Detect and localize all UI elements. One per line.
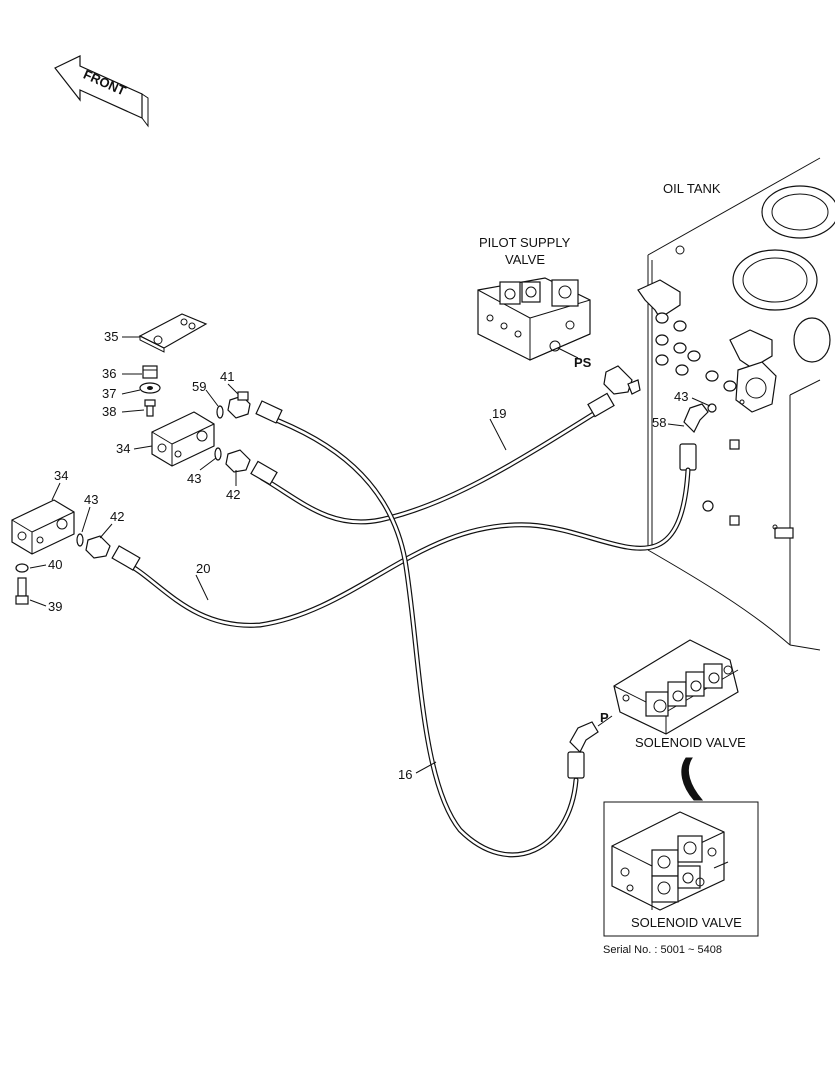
washer-37 — [139, 382, 161, 394]
pilot-supply-valve: PILOT SUPPLY VALVE PS — [477, 235, 592, 370]
p-elbow-fitting: P — [569, 710, 613, 754]
oring-43-lower — [76, 533, 84, 547]
serial-note: Serial No. : 5001 ~ 5408 — [603, 944, 722, 956]
washer-40 — [15, 563, 29, 573]
pilot-supply-valve-label-line1: PILOT SUPPLY — [479, 235, 571, 250]
label-35: 35 — [104, 329, 118, 344]
fitting-42-upper — [225, 449, 251, 473]
port-ps-label: PS — [574, 355, 592, 370]
hose-20 — [111, 467, 691, 628]
label-43-upper: 43 — [187, 471, 201, 486]
bolt-39 — [15, 577, 29, 605]
label-58: 58 — [652, 415, 666, 430]
oring-59 — [216, 405, 224, 419]
inset-pointer — [681, 757, 704, 801]
oil-tank-label: OIL TANK — [663, 181, 721, 196]
label-39: 39 — [48, 599, 62, 614]
port-p-label: P — [600, 710, 609, 725]
bracket-plate-35 — [138, 313, 208, 353]
solenoid-valve: SOLENOID VALVE — [613, 639, 746, 750]
label-34-lower: 34 — [54, 468, 68, 483]
label-41: 41 — [220, 369, 234, 384]
label-40: 40 — [48, 557, 62, 572]
front-arrow-icon: FRONT — [54, 55, 149, 128]
ps-elbow-fitting — [603, 365, 641, 395]
hose-19 — [250, 392, 615, 525]
oil-tank: OIL TANK — [637, 157, 835, 651]
label-37: 37 — [102, 386, 116, 401]
label-43-lower: 43 — [84, 492, 98, 507]
block-34-upper — [151, 411, 215, 467]
label-19: 19 — [492, 406, 506, 421]
fitting-42-lower — [85, 535, 111, 559]
bolt-38 — [144, 399, 156, 417]
pilot-supply-valve-label-line2: VALVE — [505, 252, 545, 267]
label-34-upper: 34 — [116, 441, 130, 456]
label-36: 36 — [102, 366, 116, 381]
label-20: 20 — [196, 561, 210, 576]
tank-ports — [655, 312, 794, 539]
leader-lines — [29, 336, 711, 774]
label-42-lower: 42 — [110, 509, 124, 524]
inset-solenoid-valve-label: SOLENOID VALVE — [631, 915, 742, 930]
label-59: 59 — [192, 379, 206, 394]
part-number-labels: 35 36 37 38 34 59 41 43 42 34 43 42 40 3… — [48, 329, 688, 782]
block-34-lower — [11, 499, 75, 555]
label-42-upper: 42 — [226, 487, 240, 502]
inset-box: SOLENOID VALVE — [603, 801, 759, 937]
elbow-58-fitting — [679, 403, 717, 471]
label-43-tank: 43 — [674, 389, 688, 404]
label-38: 38 — [102, 404, 116, 419]
plug-36 — [142, 365, 158, 379]
fitting-41 — [227, 391, 251, 419]
label-16: 16 — [398, 767, 412, 782]
hose-16 — [255, 400, 585, 858]
solenoid-valve-label: SOLENOID VALVE — [635, 735, 746, 750]
oring-43-upper — [214, 447, 222, 461]
